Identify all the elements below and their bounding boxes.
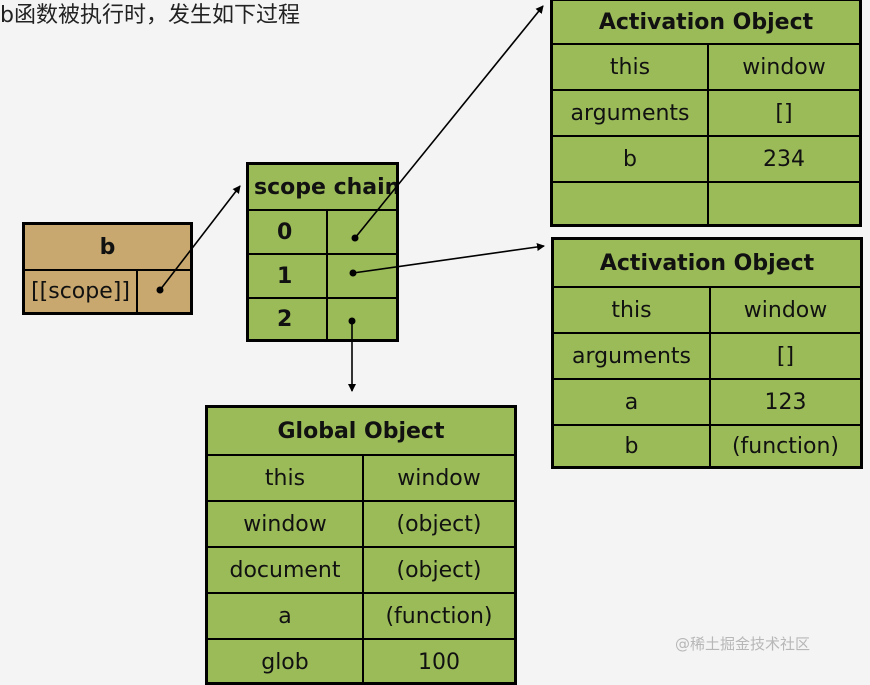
property-value: window (707, 45, 859, 89)
property-key: arguments (571, 343, 692, 369)
property-value: 234 (707, 137, 859, 181)
scope-chain-pointer-cell (326, 255, 396, 297)
property-value: window (709, 288, 860, 332)
property-key: window (243, 511, 327, 537)
property-key: this (264, 465, 306, 491)
activation-object-2-row: arguments [] (554, 332, 860, 378)
b-function-title-row: b (25, 225, 190, 269)
property-key: b (623, 146, 637, 172)
b-function-box: b [[scope]] (22, 222, 193, 315)
global-object: Global Object this window window (object… (205, 405, 517, 685)
global-object-title: Global Object (277, 418, 445, 444)
activation-object-1-row: b 234 (553, 135, 859, 181)
scope-chain-box: scope chain 0 1 2 (246, 162, 399, 342)
property-key: arguments (570, 100, 690, 126)
property-value: 123 (709, 380, 860, 424)
property-key: document (229, 557, 341, 583)
scope-chain-row-0: 0 (249, 209, 396, 253)
scope-chain-title: scope chain (254, 174, 396, 200)
property-value: (function) (362, 594, 514, 638)
property-value: (object) (362, 548, 514, 592)
property-key: glob (261, 649, 309, 675)
property-key: a (278, 603, 292, 629)
activation-object-1-row: arguments [] (553, 89, 859, 135)
property-key: this (611, 297, 652, 323)
activation-object-1-title-row: Activation Object (553, 1, 859, 43)
activation-object-2-row: b (function) (554, 424, 860, 466)
property-key: this (609, 54, 651, 80)
scope-chain-row-2: 2 (249, 297, 396, 339)
property-value: (function) (709, 426, 860, 466)
property-key (553, 183, 707, 224)
property-value: window (362, 456, 514, 500)
activation-object-2-row: a 123 (554, 378, 860, 424)
property-key: b (624, 433, 639, 459)
scope-chain-row-1: 1 (249, 253, 396, 297)
property-value: 100 (362, 640, 514, 684)
global-object-row: document (object) (208, 546, 514, 592)
b-function-scope-row: [[scope]] (25, 269, 190, 312)
scope-pointer-cell (136, 271, 190, 312)
activation-object-1-title: Activation Object (598, 9, 814, 35)
property-value (707, 183, 859, 224)
property-key: a (624, 389, 639, 415)
scope-property-label: [[scope]] (31, 279, 130, 304)
activation-object-1: Activation Object this window arguments … (550, 0, 862, 227)
global-object-row: glob 100 (208, 638, 514, 684)
scope-chain-index: 1 (277, 263, 293, 289)
heading-text: b函数被执行时，发生如下过程 (0, 3, 300, 28)
property-value: [] (709, 334, 860, 378)
property-value: (object) (362, 502, 514, 546)
global-object-title-row: Global Object (208, 408, 514, 454)
activation-object-2-title-row: Activation Object (554, 240, 860, 286)
global-object-row: window (object) (208, 500, 514, 546)
property-value: [] (707, 91, 859, 135)
activation-object-2-row: this window (554, 286, 860, 332)
activation-object-2-title: Activation Object (599, 250, 815, 276)
global-object-row: this window (208, 454, 514, 500)
activation-object-2: Activation Object this window arguments … (551, 237, 863, 469)
b-function-title: b (99, 234, 116, 260)
scope-chain-pointer-cell (326, 299, 396, 339)
watermark-text: @稀土掘金技术社区 (675, 635, 811, 653)
scope-chain-index: 2 (277, 306, 293, 332)
activation-object-1-row (553, 181, 859, 224)
scope-chain-index: 0 (277, 219, 293, 245)
scope-chain-pointer-cell (326, 211, 396, 253)
global-object-row: a (function) (208, 592, 514, 638)
activation-object-1-row: this window (553, 43, 859, 89)
scope-chain-title-row: scope chain (249, 165, 396, 209)
